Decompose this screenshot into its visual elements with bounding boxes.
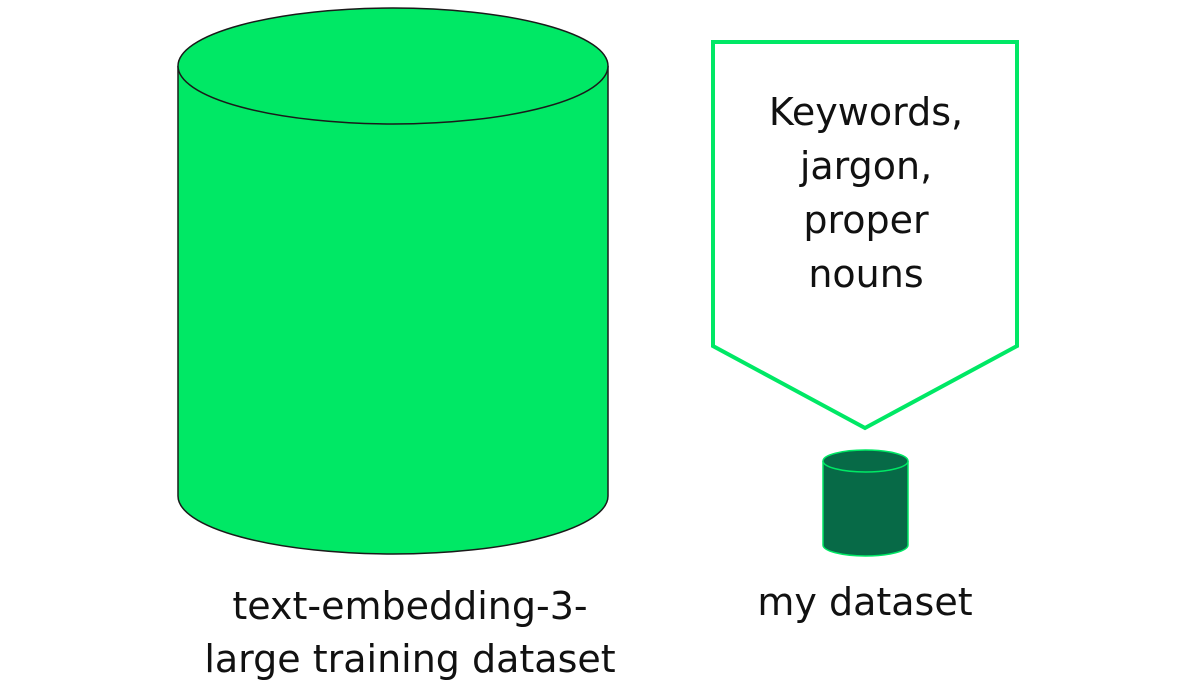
large-cylinder-body [177,66,609,555]
large-dataset-label-line2: large training dataset [204,637,616,681]
large-dataset-cylinder [177,7,609,555]
callout-line: Keywords, [768,90,964,134]
small-dataset-label: my dataset [757,580,973,624]
callout-line: nouns [808,252,924,296]
large-dataset-label: text-embedding-3- large training dataset [120,580,700,685]
callout-line: proper [803,198,929,242]
small-cylinder-body [822,461,909,557]
callout-line: jargon, [799,144,933,188]
callout-box [711,40,1019,431]
small-cylinder-top [822,449,909,473]
small-dataset-cylinder [822,449,909,557]
large-cylinder-top [177,7,609,125]
large-dataset-label-line1: text-embedding-3- [232,584,588,628]
callout-text: Keywords, jargon, proper nouns [716,85,1016,301]
